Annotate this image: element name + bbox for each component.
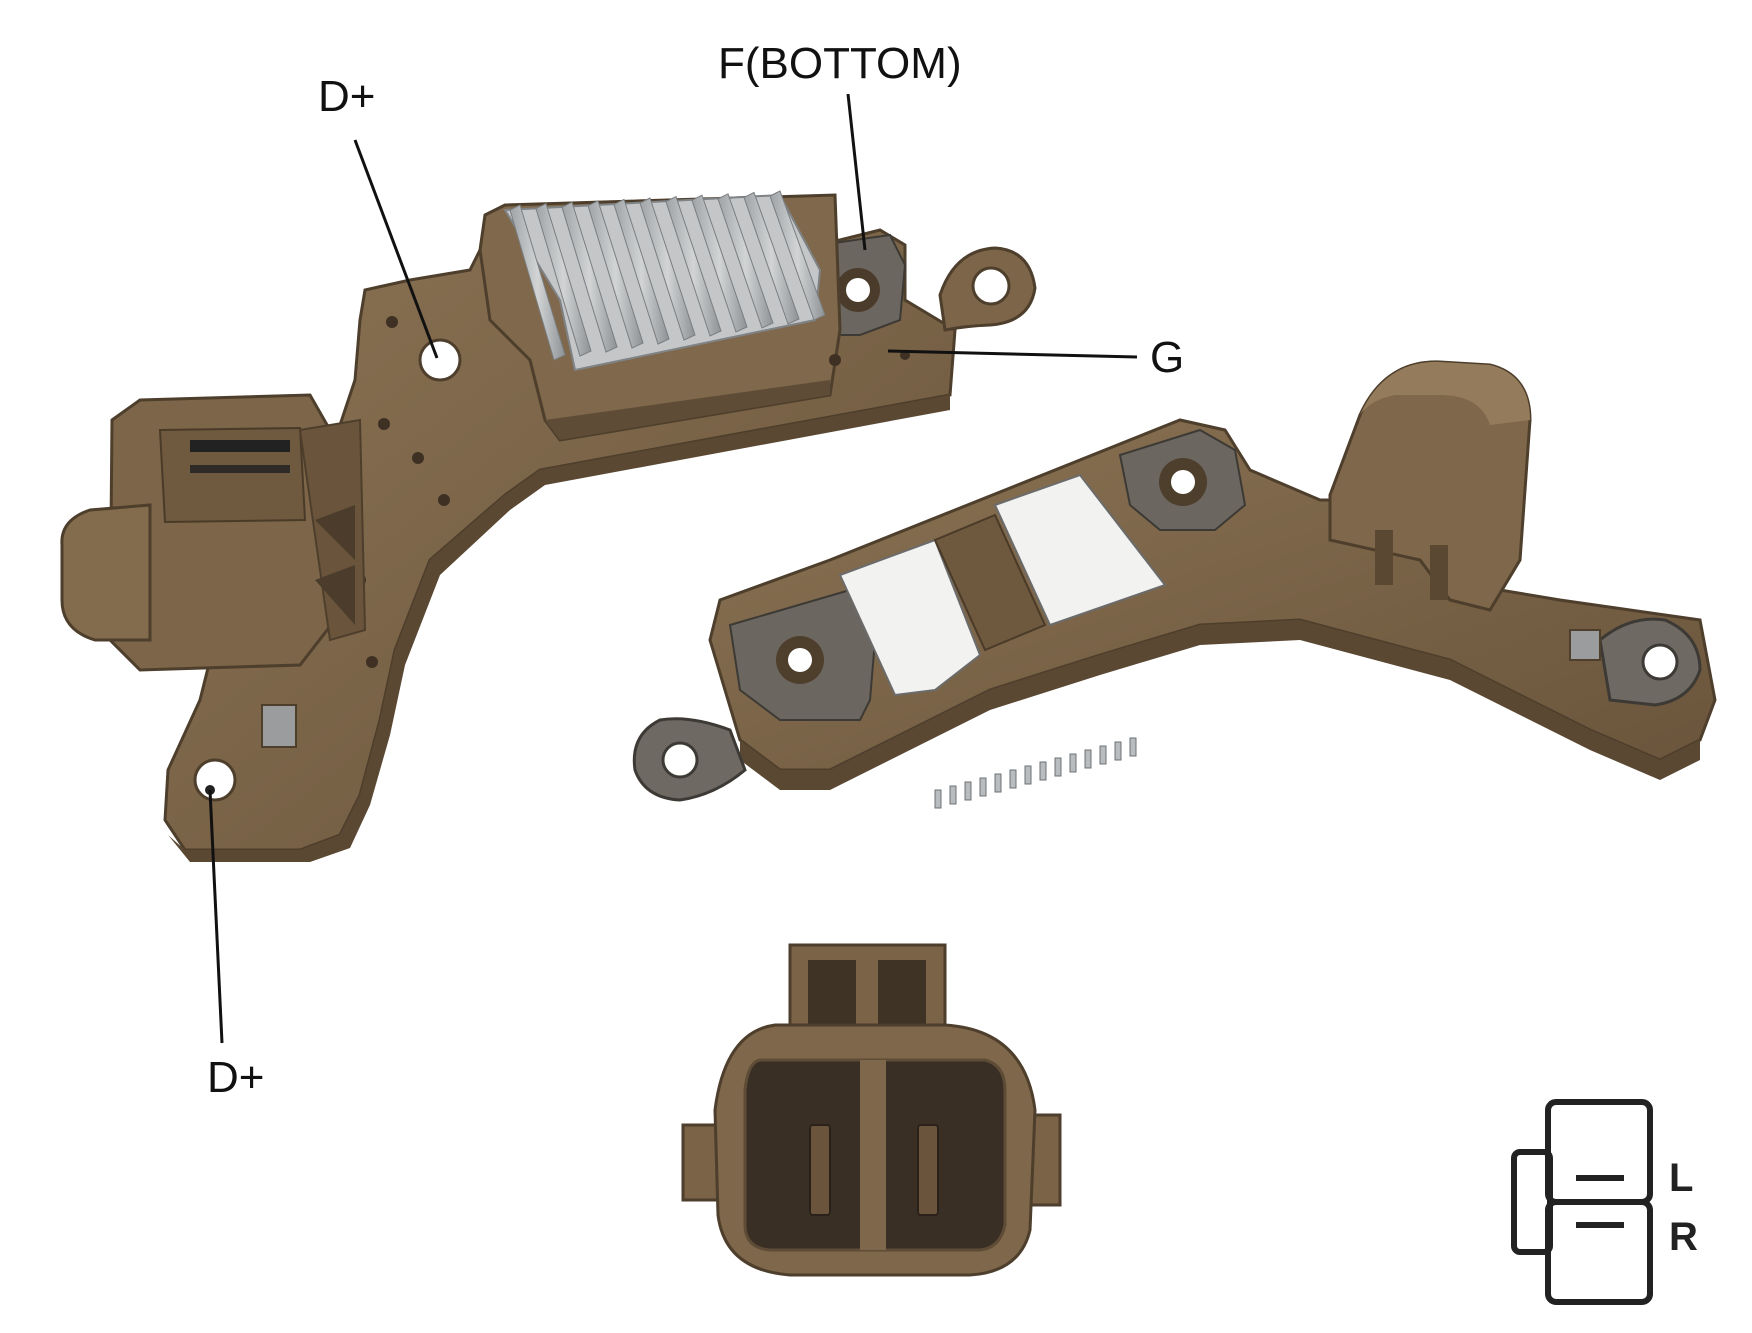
leader-g xyxy=(887,349,1138,359)
pinout-icon-side xyxy=(1511,1149,1553,1255)
bottom-fin xyxy=(1009,769,1017,789)
callout-g: G xyxy=(1150,333,1185,382)
regulator-top-view xyxy=(60,190,1037,862)
bottom-fin xyxy=(949,785,957,805)
regulator-bottom-plate-edge xyxy=(740,620,1700,790)
connector-front-view xyxy=(681,943,1062,1277)
bottom-fin xyxy=(1084,749,1092,769)
heatsink-fin xyxy=(587,200,644,349)
regulator-bottom-terminal-right-core xyxy=(1171,470,1195,494)
pinout-icon xyxy=(1511,1099,1653,1305)
regulator-bottom-rib-2 xyxy=(1430,545,1448,600)
pinout-label-r: R xyxy=(1669,1215,1698,1259)
leader-d-plus-bottom xyxy=(208,789,224,1044)
bottom-fin xyxy=(1099,745,1107,765)
callout-d-plus-bottom: D+ xyxy=(207,1053,265,1102)
regulator-slot xyxy=(261,704,297,748)
bottom-fin xyxy=(1054,757,1062,777)
regulator-bottom-fins xyxy=(934,737,1137,809)
heatsink-fin xyxy=(665,195,722,337)
regulator-bottom-rib-1 xyxy=(1375,530,1393,585)
bottom-fin xyxy=(979,777,987,797)
regulator-brush-block xyxy=(933,513,1047,652)
heatsink-fin xyxy=(509,204,566,361)
leader-f-bottom xyxy=(846,93,867,251)
regulator-terminal-hole-d-plus-bottom xyxy=(193,758,237,802)
regulator-brush-pad-2 xyxy=(993,473,1167,627)
connector-pin-left xyxy=(809,1124,831,1216)
leader-d-plus-top xyxy=(353,139,439,359)
bottom-fin xyxy=(1114,741,1122,761)
regulator-heatsink-housing-shadow xyxy=(545,380,830,440)
regulator-terminal-hole-f-core xyxy=(846,278,870,302)
heatsink-fins xyxy=(509,190,826,361)
bottom-fin xyxy=(1024,765,1032,785)
bottom-fin xyxy=(994,773,1002,793)
connector-pin-right xyxy=(917,1124,939,1216)
heatsink-fin xyxy=(639,197,696,341)
bottom-fin xyxy=(1129,737,1137,757)
bottom-fin xyxy=(1069,753,1077,773)
regulator-bottom-connector-top xyxy=(1360,361,1530,425)
bottom-fin xyxy=(934,789,942,809)
pinout-label-l: L xyxy=(1669,1156,1694,1200)
leader-lines xyxy=(208,93,1138,1044)
heatsink-fin xyxy=(691,194,748,333)
pinout-icon-bottom xyxy=(1545,1199,1653,1305)
regulator-bottom-clip xyxy=(1569,629,1601,661)
bottom-fin xyxy=(1039,761,1047,781)
regulator-bottom-ear-right-hole xyxy=(1641,643,1679,681)
callout-d-plus-top: D+ xyxy=(318,72,376,121)
regulator-bottom-ear-hole xyxy=(661,741,699,779)
pinout-icon-top xyxy=(1545,1099,1653,1205)
heatsink-fin xyxy=(717,193,774,329)
regulator-side-connector xyxy=(60,393,367,672)
regulator-heatsink xyxy=(503,190,826,372)
callout-f-bottom: F(BOTTOM) xyxy=(718,39,962,88)
regulator-mounting-hole-ear xyxy=(971,266,1011,306)
regulator-bottom-view xyxy=(632,360,1717,809)
connector-divider xyxy=(860,1060,886,1250)
bottom-fin xyxy=(964,781,972,801)
regulator-terminal-hole-d-plus-top xyxy=(418,338,462,382)
regulator-brush-pad-1 xyxy=(838,538,982,697)
heatsink-fin xyxy=(613,198,670,345)
heatsink-fin xyxy=(769,190,826,321)
regulator-bottom-terminal-left-core xyxy=(788,648,812,672)
heatsink-fin xyxy=(743,191,800,325)
heatsink-fin xyxy=(535,202,592,357)
connector-latch-slot-left xyxy=(808,960,856,1030)
heatsink-fin xyxy=(561,201,618,353)
connector-latch-slot-right xyxy=(878,960,926,1030)
